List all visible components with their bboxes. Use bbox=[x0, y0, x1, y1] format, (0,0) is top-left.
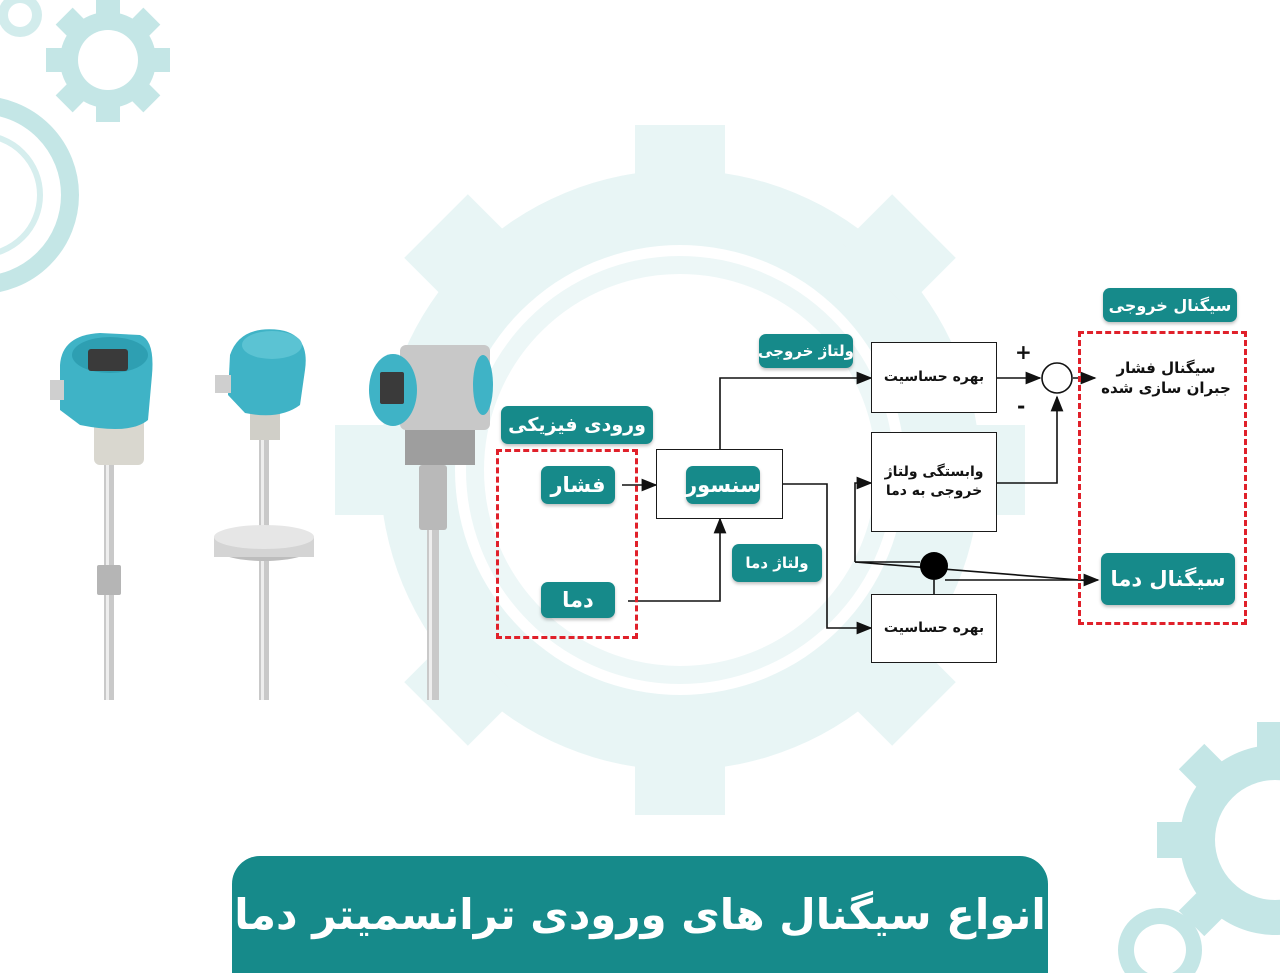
bottom-right-gear-icon bbox=[1157, 722, 1280, 937]
compensated-line2: جبران سازی شده bbox=[1101, 379, 1231, 398]
sensitivity-gain-top-block: بهره حساسیت bbox=[871, 342, 997, 413]
pressure-label: فشار bbox=[541, 466, 615, 504]
top-left-small-gear-icon bbox=[0, 0, 42, 37]
branch-point-dot bbox=[920, 552, 948, 580]
voltage-dependence-block: وابستگی ولتاژ خروجی به دما bbox=[871, 432, 997, 532]
sensitivity-gain-bottom-label: بهره حساسیت bbox=[883, 620, 985, 637]
output-voltage-label: ولتاژ خروجی bbox=[758, 334, 854, 368]
sensitivity-gain-bottom-block: بهره حساسیت bbox=[871, 594, 997, 663]
title-banner: انواع سیگنال های ورودی ترانسمیتر دما bbox=[232, 856, 1048, 973]
left-gear-icon bbox=[0, 98, 79, 292]
sensor-label: سنسور bbox=[685, 466, 761, 504]
minus-sign: - bbox=[1017, 394, 1026, 418]
plus-sign: + bbox=[1015, 340, 1032, 364]
summing-junction bbox=[1041, 362, 1073, 394]
temperature-transmitter-device-2 bbox=[214, 329, 314, 700]
physical-input-group bbox=[496, 449, 638, 639]
voltage-dependence-label-line1: وابستگی ولتاژ bbox=[884, 464, 984, 481]
pressure-temperature-transmitter-device bbox=[369, 345, 493, 700]
physical-input-label: ورودی فیزیکی bbox=[501, 406, 653, 444]
compensated-pressure-signal: سیگنال فشار جبران سازی شده bbox=[1096, 358, 1236, 399]
output-signal-group bbox=[1078, 331, 1247, 625]
voltage-dependence-label-line2: خروجی به دما bbox=[885, 483, 983, 499]
page-title: انواع سیگنال های ورودی ترانسمیتر دما bbox=[234, 890, 1046, 939]
compensated-line1: سیگنال فشار bbox=[1116, 359, 1216, 377]
temperature-label: دما bbox=[541, 582, 615, 618]
temperature-transmitter-device-1 bbox=[50, 333, 153, 700]
temperature-signal-label: سیگنال دما bbox=[1101, 553, 1235, 605]
output-signal-label: سیگنال خروجی bbox=[1103, 288, 1237, 322]
bottom-gear-icon bbox=[1118, 908, 1202, 973]
sensitivity-gain-top-label: بهره حساسیت bbox=[883, 369, 985, 386]
top-left-gear-icon bbox=[46, 0, 170, 122]
temperature-voltage-label: ولتاژ دما bbox=[732, 544, 822, 582]
